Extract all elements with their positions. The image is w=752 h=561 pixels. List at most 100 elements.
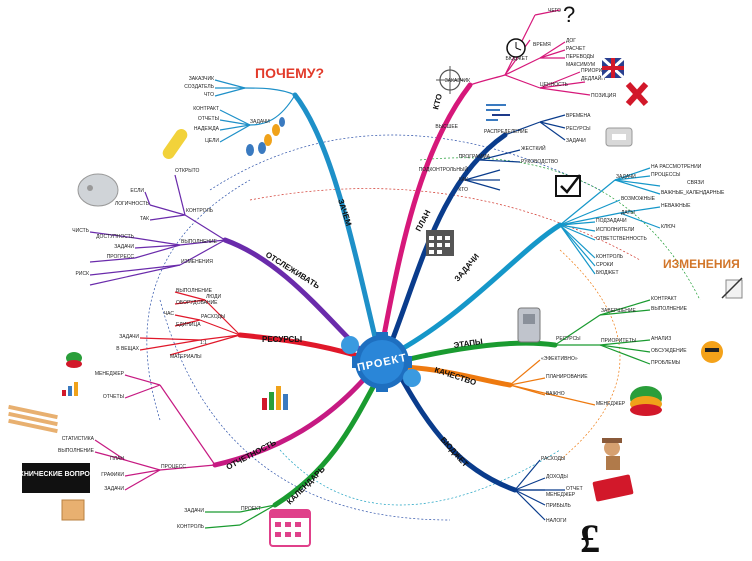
leaf: МЕНЕДЖЕР <box>95 371 125 377</box>
leaf: ВРЕМЕНА <box>566 113 591 119</box>
branch-stages-label: ЭТАПЫ <box>453 337 483 350</box>
leaf: ВЫСШЕЕ <box>435 124 458 130</box>
leaf: ЗАДАЧИ <box>250 119 270 125</box>
tech-issues-box: ТЕХНИЧЕСКИЕ ВОПРОСЫ <box>10 463 102 493</box>
leaf: ОБСУЖДЕНИЕ <box>651 348 687 354</box>
leaf: ЧЕГО <box>548 8 561 14</box>
leaf: ЗАДАЧИ <box>566 138 586 144</box>
leaf: ПРИОРИТЕТЫ <box>581 68 617 74</box>
calendar-pink-icon <box>269 509 311 547</box>
pen-paper-icon <box>721 277 743 299</box>
branch-budget-label: БЮДЖЕТ <box>439 435 470 469</box>
leaf: ПРОГРЕСС <box>107 254 135 260</box>
leaf: ДОГ <box>566 38 576 44</box>
branch-quality-line <box>402 364 513 388</box>
leaf: МЕНЕДЖЕР <box>596 401 626 407</box>
detective-icon <box>602 438 622 470</box>
leaf: ЛЮДИ <box>206 294 221 300</box>
center-node[interactable]: ПРОЕКТ <box>341 332 421 392</box>
leaf: ВЫПОЛНЕНИЕ <box>58 448 95 454</box>
leaf: МАКСИМУМ <box>566 62 595 68</box>
leaf: ПЛАНИРОВАНИЕ <box>546 374 588 380</box>
tape-measure-icon <box>162 128 188 160</box>
leaf: ОТКРЫТО <box>175 168 199 174</box>
branch-who-label: КТО <box>431 93 444 111</box>
leaf: ОТЧЕТ <box>566 486 583 492</box>
branch-calendar-line <box>272 371 383 508</box>
leaf: РАСЧЕТ <box>566 46 585 52</box>
branch-why-line <box>292 92 381 353</box>
leaf: РЕСУРСЫ <box>556 336 581 342</box>
leaf: РЕСУРСЫ <box>566 126 591 132</box>
uk-flag-icon <box>600 56 626 80</box>
leaf: ЗАВЕРШЕНИЕ <box>601 308 636 314</box>
leaf: ВРЕМЯ <box>533 42 551 48</box>
leaf: СТАТИСТИКА <box>62 436 95 442</box>
leaf: ДОСТУПНОСТЬ <box>96 234 135 240</box>
footprints-icon <box>246 117 285 156</box>
leaf: ПРОЦЕСС <box>161 464 186 470</box>
pound-sign-icon: £ <box>580 516 600 561</box>
leaf: ЛОГИЧНОСТЬ <box>115 201 150 207</box>
red-x-icon <box>625 81 649 107</box>
bar-chart-small-icon <box>62 382 78 396</box>
leaf: БЮДЖЕТ <box>596 270 619 276</box>
leaf: РАСХОДЫ <box>201 314 226 320</box>
leaf: ЕСЛИ <box>130 188 144 194</box>
leaf: НА РАССМОТРЕНИИ <box>651 164 702 170</box>
leaf: В ВЕЩАХ <box>116 346 139 352</box>
leaf: ПРОБЛЕМЫ <box>651 360 681 366</box>
leaf: КТО <box>458 187 468 193</box>
leaf: ОТВЕТСТВЕННОСТЬ <box>596 236 647 242</box>
leaf: ПРОЦЕССЫ <box>651 172 681 178</box>
branch-quality-label: КАЧЕСТВО <box>433 365 477 387</box>
leaf: ЗАДАЧИ <box>114 244 134 250</box>
branch-tracking-line <box>222 237 363 353</box>
calendar-icon <box>426 230 454 256</box>
leaf: НАДЕЖДА <box>194 126 220 132</box>
leaf: КОНТРОЛЬ <box>177 524 205 530</box>
leaf: ПОДКОНТРОЛЬНЫЙ <box>419 165 469 173</box>
leaf: КОНТРАКТ <box>651 296 677 302</box>
leaf: ВАЖНЫЕ_КАЛЕНДАРНЫЕ <box>661 190 725 196</box>
leaf: «ЭФЕКТИВНО» <box>541 356 578 362</box>
hard-hats-icon <box>630 386 662 416</box>
branch-stages-line <box>402 340 558 363</box>
leaf: ЗАДАЧИ <box>104 486 124 492</box>
leaf: НЕВАЖНЫЕ <box>661 203 691 209</box>
leaf: КАК <box>459 177 468 183</box>
leaf: ИЗМЕНЕНИЯ <box>181 259 213 265</box>
leaf: ДАТЫ <box>621 210 635 216</box>
leaf: ОТЧЕТЫ <box>198 116 220 122</box>
leaf: СОЗДАТЕЛЬ <box>184 84 214 90</box>
leaf: ВЫПОЛНЕНИЕ <box>176 288 213 294</box>
leaf: РАСХОДЫ <box>541 456 566 462</box>
leaf: ПЕРЕВОДЫ <box>566 54 595 60</box>
leaf: НАЛОГИ <box>546 518 567 524</box>
leaf: ЦЕННОСТЬ <box>540 82 569 88</box>
piggy-bank-icon <box>77 173 119 207</box>
leaf: ЗАКАЗЧИК <box>445 78 470 84</box>
icons: ? £ <box>8 2 743 561</box>
hard-hats-small-icon <box>66 352 82 368</box>
branch-plan-line <box>387 132 508 349</box>
branch-why-label: ЗАЧЕМ <box>336 198 353 228</box>
budget-box-icon <box>605 127 633 147</box>
svg-text:?: ? <box>563 2 575 27</box>
question-icon: ? <box>563 2 575 27</box>
leaf: 1:1 <box>200 340 207 346</box>
branch-reporting-line <box>212 367 375 468</box>
branch-tasks-label: ЗАДАЧИ <box>453 252 481 284</box>
wood-sticks-icon <box>8 404 58 434</box>
leaf: ВАЖНО <box>546 391 565 397</box>
leaf: ТАК <box>140 216 149 222</box>
leaf: ПОЗИЦИЯ <box>591 93 616 99</box>
leaf: КЛЮЧ <box>661 224 675 230</box>
clock-icon <box>506 38 526 58</box>
changes-heading: ИЗМЕНЕНИЯ <box>663 257 740 271</box>
branch-resources-label: РЕСУРСЫ <box>262 335 302 344</box>
leaf: ГРАФИКИ <box>101 472 124 478</box>
leaf: ИСПОЛНИТЕЛИ <box>596 227 635 233</box>
branch-resources-line <box>237 332 358 358</box>
